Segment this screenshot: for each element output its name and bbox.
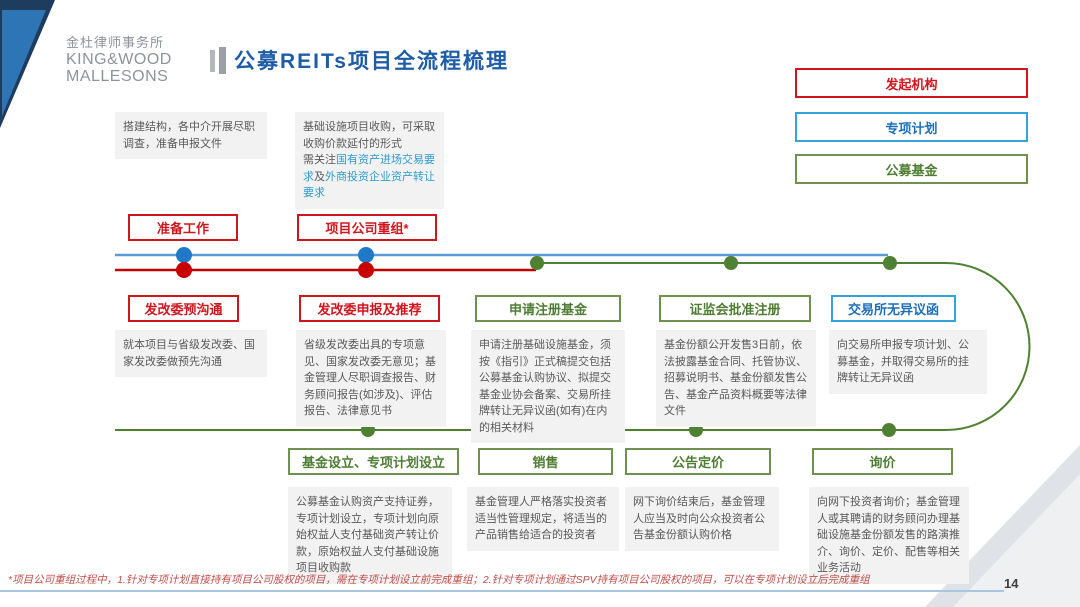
red-milestone-dot (176, 262, 192, 278)
logo-english-line2: MALLESONS (66, 68, 169, 86)
logo-text-block: 金杜律师事务所 KING&WOOD MALLESONS (66, 35, 172, 86)
blue-milestone-dot (358, 247, 374, 263)
note-price-announcement: 网下询价结束后，基金管理人应当及时向公众投资者公告基金份额认购价格 (625, 487, 779, 551)
note-csrc-approval: 基金份额公开发售3日前，依法披露基金合同、托管协议、招募说明书、基金份额发售公告… (656, 330, 816, 427)
green-milestone-dot (883, 256, 897, 270)
note-sales: 基金管理人严格落实投资者适当性管理规定，将适当的产品销售给适合的投资者 (467, 487, 619, 551)
footer-divider (0, 590, 1004, 592)
title-bars-icon (210, 50, 215, 72)
note-acquisition-mid: 及 (314, 170, 325, 183)
note-preparation-text: 搭建结构，各中介开展尽职调查，准备申报文件 (123, 121, 255, 150)
note-ndrc-pre-communication: 就本项目与省级发改委、国家发改委做预先沟通 (115, 330, 267, 377)
note-acquisition-prefix: 需关注 (303, 154, 336, 166)
stage-price-announcement: 公告定价 (625, 448, 771, 475)
logo-chinese-name: 金杜律师事务所 (66, 35, 165, 50)
note-fund-registration: 申请注册基础设施基金，须按《指引》正式稿提交包括公募基金认购协议、拟提交基金业协… (471, 330, 625, 443)
blue-milestone-dot (176, 247, 192, 263)
footnote: *项目公司重组过程中，1.针对专项计划直接持有项目公司股权的项目，需在专项计划设… (8, 574, 870, 586)
green-milestone-dot (530, 256, 544, 270)
note-fund-establishment: 公募基金认购资产支持证券，专项计划设立，专项计划向原始权益人支付基础资产转让价款… (288, 487, 452, 584)
note-acquisition-link-foreign-invest: 外商投资企业资产转让要求 (303, 170, 435, 200)
stage-sales: 销售 (478, 448, 613, 475)
note-acquisition-link-state-assets: 国有资产进场交易要求 (303, 154, 435, 183)
note-preparation: 搭建结构，各中介开展尽职调查，准备申报文件 (115, 112, 267, 159)
note-book-building: 向网下投资者询价；基金管理人或其聘请的财务顾问办理基础设施基金份额发售的路演推介… (809, 487, 969, 584)
red-milestone-dot (358, 262, 374, 278)
stage-fund-registration: 申请注册基金 (475, 295, 621, 322)
stage-fund-establishment: 基金设立、专项计划设立 (288, 448, 459, 475)
legend-sponsor: 发起机构 (795, 68, 1028, 98)
stage-preparation: 准备工作 (128, 214, 238, 241)
page-title: 公募REITs项目全流程梳理 (234, 50, 509, 73)
green-milestone-dot (724, 256, 738, 270)
stage-ndrc-pre-communication: 发改委预沟通 (128, 295, 239, 322)
kwm-logo-icon (0, 0, 55, 128)
green-milestone-dot (882, 423, 896, 437)
stage-csrc-approval: 证监会批准注册 (659, 295, 811, 322)
legend-abs-plan: 专项计划 (795, 112, 1028, 142)
title-bars-icon (219, 47, 226, 74)
legend-public-fund: 公募基金 (795, 154, 1028, 184)
stage-book-building: 询价 (812, 448, 953, 475)
page-number: 14 (1004, 576, 1019, 591)
note-acquisition: 基础设施项目收购，可采取收购价款延付的形式 需关注国有资产进场交易要求及外商投资… (295, 112, 444, 209)
note-exchange-no-objection: 向交易所申报专项计划、公募基金，并取得交易所的挂牌转让无异议函 (829, 330, 987, 394)
stage-restructuring: 项目公司重组* (297, 214, 437, 241)
stage-ndrc-filing: 发改委申报及推荐 (299, 295, 440, 322)
note-acquisition-text: 基础设施项目收购，可采取收购价款延付的形式 (303, 121, 435, 150)
stage-exchange-no-objection: 交易所无异议函 (831, 295, 956, 322)
logo-english-line1: KING&WOOD (66, 50, 172, 68)
note-ndrc-filing: 省级发改委出具的专项意见、国家发改委无意见；基金管理人尽职调查报告、财务顾问报告… (296, 330, 446, 427)
